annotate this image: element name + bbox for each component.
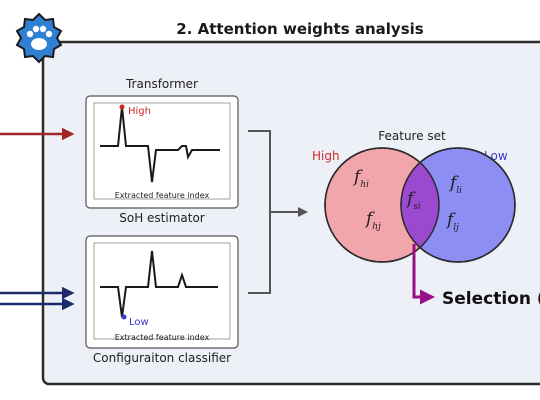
config-axis-label: Extracted feature index <box>115 333 210 342</box>
feature-f-si: fsi <box>405 189 421 212</box>
soh-estimator-caption: SoH estimator <box>119 211 205 225</box>
paw-icon <box>15 12 63 64</box>
soh-axis-label: Extracted feature index <box>115 191 210 200</box>
low-trough-label: Low <box>129 317 149 328</box>
config-attention-plot <box>100 250 218 318</box>
low-trough-marker <box>121 314 127 320</box>
feature-set-title: Feature set <box>378 129 446 143</box>
feature-f-li: fli <box>448 173 462 196</box>
feature-f-hi: fhi <box>352 167 369 190</box>
section-title: 2. Attention weights analysis <box>176 20 423 38</box>
transformer-label: Transformer <box>125 77 198 91</box>
feature-f-lj: flj <box>445 210 459 233</box>
selection-label: Selection ( <box>442 289 540 309</box>
high-peak-label: High <box>128 106 151 117</box>
venn-intersection <box>401 148 439 262</box>
selection-arrow <box>412 244 435 305</box>
venn-high-label: High <box>312 149 340 163</box>
config-classifier-caption: Configuraiton classifier <box>93 351 231 365</box>
high-peak-marker <box>119 104 125 110</box>
feature-f-hj: fhj <box>364 209 381 232</box>
